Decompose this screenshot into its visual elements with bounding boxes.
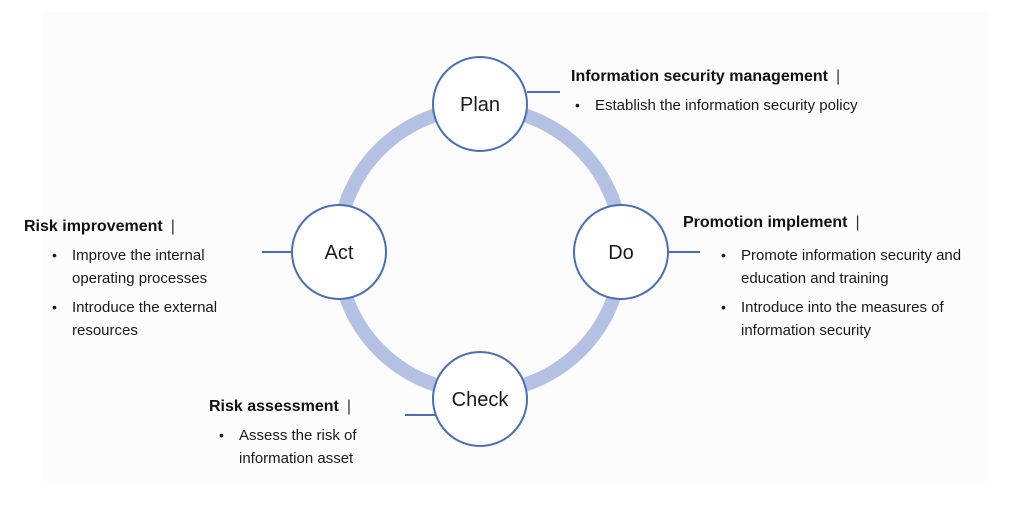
plan-title: Information security management (571, 68, 828, 85)
do-item-text: Promote information security and educati… (741, 247, 962, 287)
act-item-text: Improve the internal operating processes (72, 247, 208, 287)
bullet-icon: • (721, 247, 726, 263)
check-title: Risk assessment (209, 398, 339, 415)
bullet-icon: • (721, 299, 726, 315)
act-node: Act (291, 204, 387, 300)
plan-item-list: • Establish the information security pol… (571, 94, 991, 117)
do-node: Do (573, 204, 669, 300)
plan-item-text: Establish the information security polic… (595, 97, 858, 114)
do-item-text: Introduce into the measures of informati… (741, 299, 944, 339)
act-item-text: Introduce the external resources (72, 299, 218, 339)
check-heading: Risk assessment | (209, 396, 429, 418)
bullet-icon: • (52, 247, 57, 263)
list-item: • Establish the information security pol… (571, 94, 991, 117)
list-item: • Promote information security and educa… (717, 244, 997, 290)
plan-node-label: Plan (460, 94, 500, 116)
list-item: • Introduce the external resources (48, 296, 258, 342)
act-item-list: • Improve the internal operating process… (48, 244, 258, 342)
check-separator: | (346, 398, 352, 415)
do-heading: Promotion implement | (683, 212, 983, 234)
plan-separator: | (835, 68, 841, 85)
plan-text-block: Information security management | • Estab… (571, 66, 991, 123)
act-separator: | (170, 218, 175, 235)
do-item-list: • Promote information security and educa… (717, 244, 997, 342)
check-node-label: Check (452, 389, 510, 411)
do-text-block: Promotion implement | • Promote informati… (683, 212, 983, 348)
check-text-block: Risk assessment | • Assess the risk of in… (209, 396, 429, 476)
check-item-list: • Assess the risk of information asset (215, 424, 405, 470)
do-node-label: Do (608, 242, 634, 264)
do-title: Promotion implement (683, 214, 848, 231)
plan-node: Plan (432, 56, 528, 152)
check-item-text: Assess the risk of information asset (239, 427, 357, 467)
act-heading: Risk improvement | (24, 216, 264, 238)
list-item: • Assess the risk of information asset (215, 424, 405, 470)
check-node: Check (432, 351, 528, 447)
plan-heading: Information security management | (571, 66, 991, 88)
bullet-icon: • (52, 299, 57, 315)
list-item: • Introduce into the measures of informa… (717, 296, 997, 342)
act-title: Risk improvement (24, 218, 163, 235)
bullet-icon: • (219, 427, 224, 443)
act-text-block: Risk improvement | • Improve the internal… (24, 216, 264, 348)
act-node-label: Act (325, 242, 354, 264)
bullet-icon: • (575, 97, 580, 113)
list-item: • Improve the internal operating process… (48, 244, 258, 290)
do-separator: | (855, 214, 860, 231)
